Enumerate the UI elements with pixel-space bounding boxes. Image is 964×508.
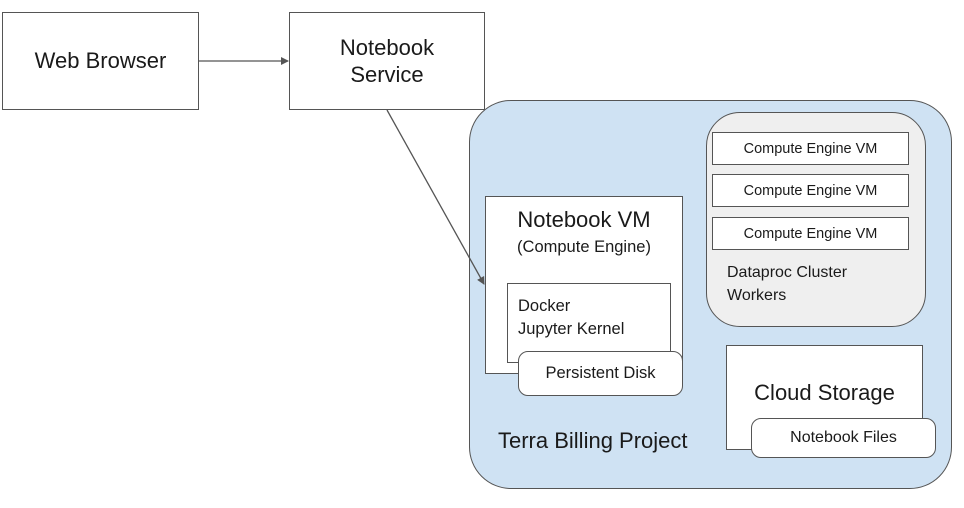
notebook-service-label-line2: Service xyxy=(350,62,424,87)
notebook-files-node: Notebook Files xyxy=(751,418,936,458)
dataproc-label-line2: Workers xyxy=(727,287,787,304)
dataproc-label-line1: Dataproc Cluster xyxy=(727,264,848,281)
notebook-vm-subtitle: (Compute Engine) xyxy=(517,238,651,256)
compute-engine-vm-node: Compute Engine VM xyxy=(712,174,909,207)
persistent-disk-node: Persistent Disk xyxy=(518,351,683,396)
notebook-vm-title: Notebook VM xyxy=(517,207,651,232)
terra-billing-project-label: Terra Billing Project xyxy=(498,428,688,453)
cloud-storage-label: Cloud Storage xyxy=(754,380,895,405)
web-browser-node: Web Browser xyxy=(2,12,199,110)
docker-label-line2: Jupyter Kernel xyxy=(518,320,625,338)
docker-jupyter-kernel-node xyxy=(507,283,671,363)
docker-jupyter-kernel-label: Docker Jupyter Kernel xyxy=(518,295,624,341)
docker-label-line1: Docker xyxy=(518,297,571,315)
notebook-service-node: Notebook Service xyxy=(289,12,485,110)
compute-engine-vm-node: Compute Engine VM xyxy=(712,217,909,250)
notebook-service-label-line1: Notebook xyxy=(339,35,435,60)
compute-engine-vm-node: Compute Engine VM xyxy=(712,132,909,165)
edge-service-to-notebook-vm xyxy=(386,109,485,285)
dataproc-cluster-label: Dataproc Cluster Workers xyxy=(727,261,847,307)
